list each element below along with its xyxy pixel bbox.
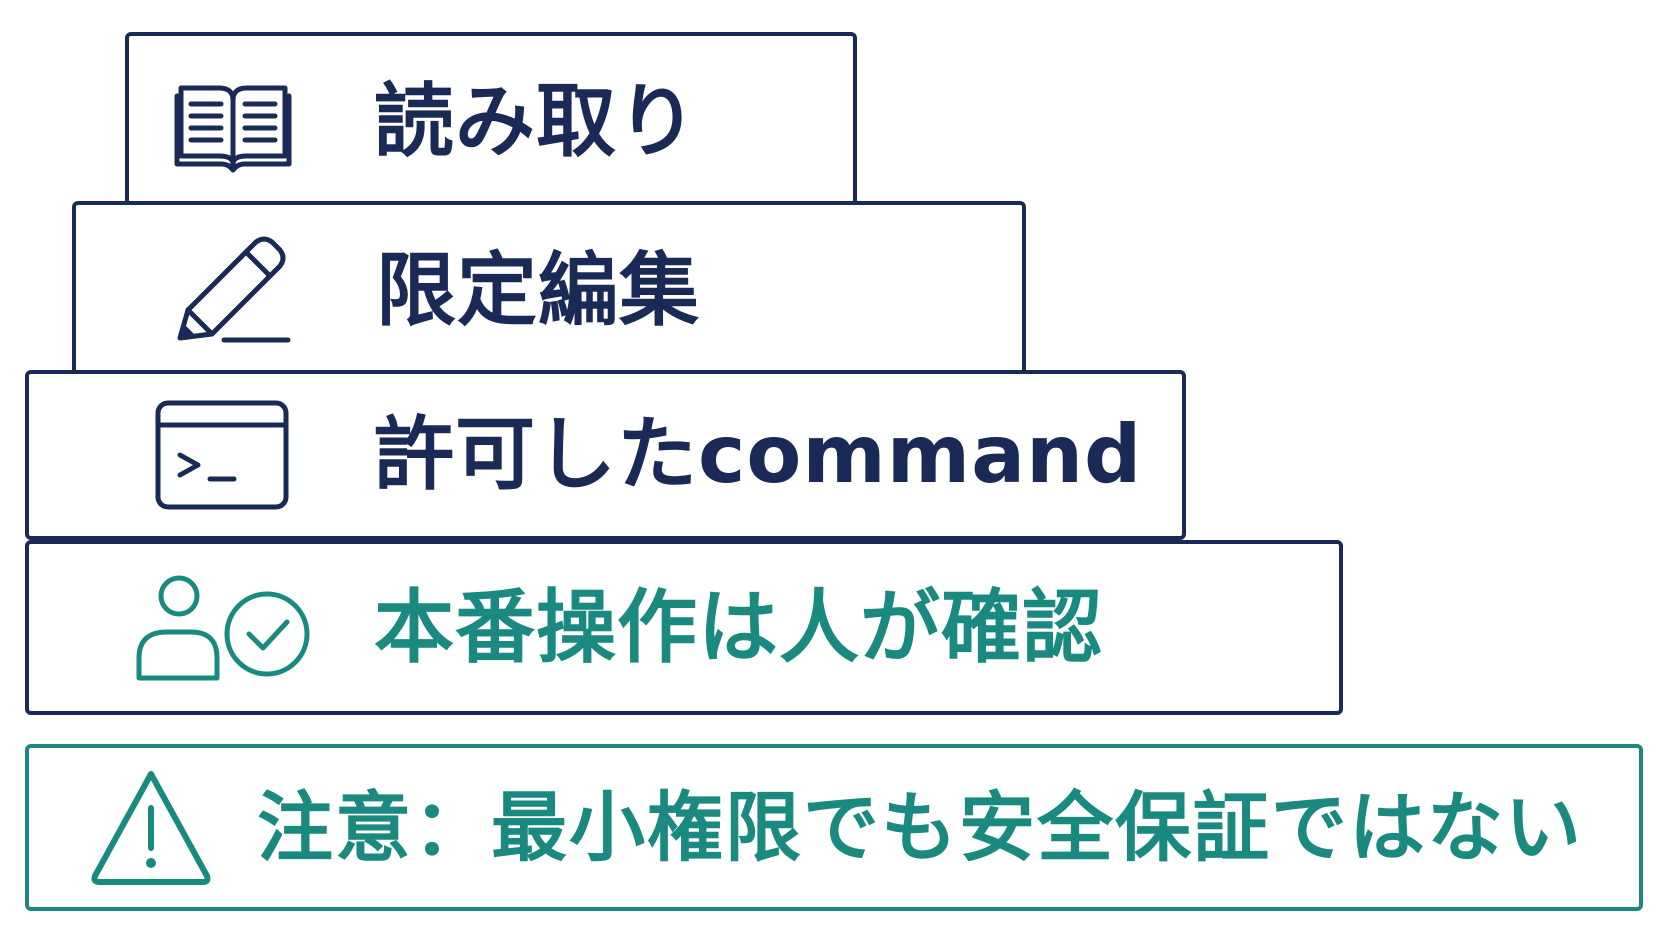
step-human-confirm: 本番操作は人が確認 [25,540,1343,715]
step-label-human: 本番操作は人が確認 [374,580,1103,674]
warning-box: 注意：最小権限でも安全保証ではない [25,744,1643,911]
step-label-command: 許可したcommand [374,408,1143,501]
terminal-icon [155,400,289,510]
person-check-icon [136,575,310,681]
book-icon [174,85,292,173]
step-command: 許可したcommand [25,370,1186,540]
step-edit: 限定編集 [72,201,1026,381]
warning-label: 注意：最小権限でも安全保証ではない [257,782,1583,872]
step-label-edit: 限定編集 [376,244,700,337]
pencil-icon [177,236,291,343]
step-read: 読み取り [125,32,857,212]
warning-triangle-icon [91,771,211,885]
step-label-read: 読み取り [374,75,698,168]
